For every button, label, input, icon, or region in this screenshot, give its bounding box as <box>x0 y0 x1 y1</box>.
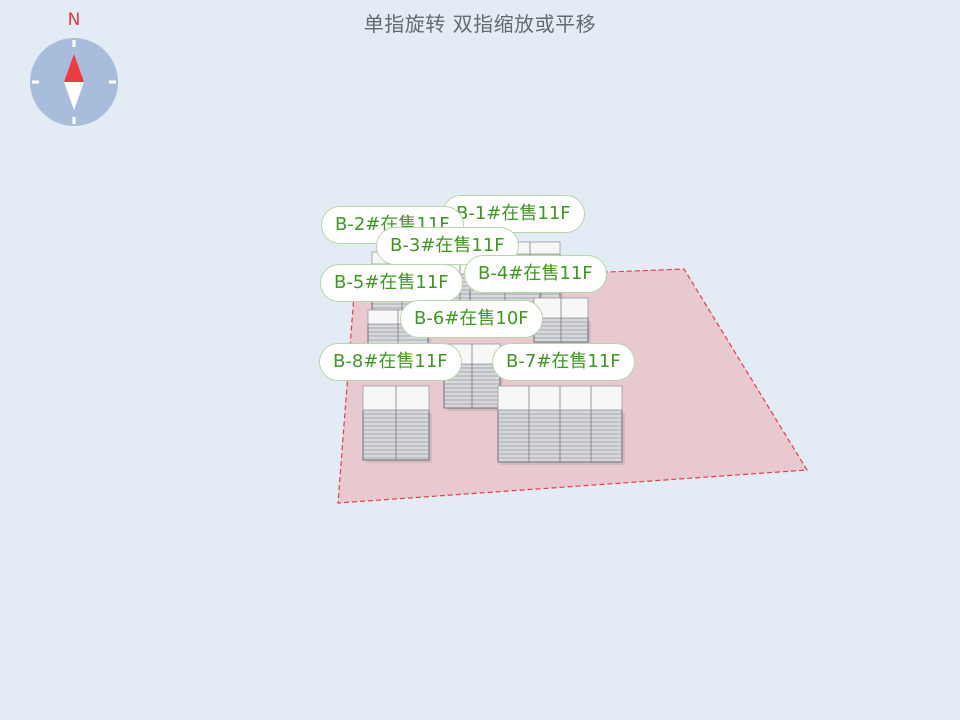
gesture-hint: 单指旋转 双指缩放或平移 <box>363 12 597 36</box>
building-block-b-7[interactable] <box>497 385 625 465</box>
building-label-b-5[interactable]: B-5#在售11F <box>320 264 463 302</box>
building-block-b-8[interactable] <box>362 385 432 463</box>
compass-icon <box>30 38 118 126</box>
building-label-b-4[interactable]: B-4#在售11F <box>464 255 607 293</box>
compass[interactable]: N <box>28 8 120 128</box>
compass-north-label: N <box>67 10 81 30</box>
building-label-b-7[interactable]: B-7#在售11F <box>492 343 635 381</box>
building-label-b-6[interactable]: B-6#在售10F <box>400 300 543 338</box>
building-label-b-1[interactable]: B-1#在售11F <box>442 195 585 233</box>
building-label-b-8[interactable]: B-8#在售11F <box>319 343 462 381</box>
